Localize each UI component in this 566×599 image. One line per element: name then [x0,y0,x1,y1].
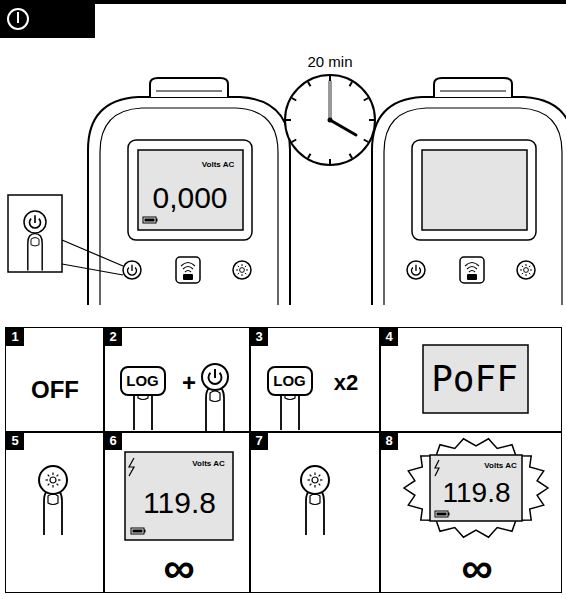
step-pictures [125,452,233,540]
header-bar [17,12,19,23]
step-pictures [306,489,324,535]
clock [328,82,332,120]
step-pictures [430,455,522,521]
lcd-display: Volts AC 119.8 [430,455,522,521]
clock [364,98,368,101]
step-text: LOG [126,372,159,389]
header-bar [0,0,566,38]
display-reading: PoFF [431,359,518,399]
step-number: 3 [250,328,268,346]
step-cell: 1OFF [5,327,105,433]
power-inset [8,195,123,275]
meter-device [372,78,566,305]
step-cell: 7 [249,431,381,593]
step-pictures [129,458,134,476]
power-inset [30,215,41,228]
step-number: 1 [6,328,24,346]
step-cell: Volts AC 119.8 8 ∞ [379,431,562,593]
step-pictures [423,345,528,413]
display-reading: 0,000 [152,181,227,214]
clock [285,75,375,165]
step-pictures [39,466,67,494]
step-cell: PoFF 4 [379,327,562,433]
clock [369,119,374,121]
step-text: ∞ [163,544,194,592]
display-reading: Volts AC [484,461,516,470]
step-number: 7 [250,432,268,450]
display-reading: 119.8 [443,477,511,508]
step-pictures [308,473,323,488]
lcd-display: Volts AC 0,000 [138,150,243,230]
clock [350,82,353,86]
step-pictures [46,473,61,488]
step-pictures [131,528,146,534]
clock [329,76,331,81]
step-text: OFF [31,377,79,403]
clock [330,120,356,135]
header-bar [0,0,95,38]
power-inset [24,211,46,233]
time-label: 20 min [307,54,352,71]
lcd-display: Volts AC 119.8 [125,452,233,540]
power-inset [62,240,123,266]
step-text: x2 [334,371,358,395]
clock [308,154,311,158]
meter-device [88,78,290,305]
clock [329,159,331,164]
step-pictures [301,466,329,494]
step-number: 4 [380,328,398,346]
step-pictures [206,386,224,432]
power-inset [62,264,123,275]
clock [285,75,375,165]
step-cell: Volts AC 119.8 6 ∞ [103,431,251,593]
step-pictures [435,460,439,476]
log-button: LOG [267,366,313,396]
step-number: 2 [104,328,122,346]
step-pictures [202,364,228,390]
display-reading: Volts AC [202,161,234,170]
step-pictures [39,345,548,540]
clock [350,154,353,158]
step-cell: LOG 3 x2 [249,327,381,433]
step-text: LOG [273,372,306,389]
power-inset [8,195,62,272]
clock [364,140,368,143]
step-pictures [44,489,62,535]
step-pictures [209,369,222,384]
step-number: 6 [104,432,122,450]
step-text: ∞ [461,544,492,592]
step-pictures [404,439,548,537]
display-reading: 119.8 [143,485,216,518]
header-bar [8,9,28,29]
clock [286,119,291,121]
clock [328,118,333,123]
clock [292,140,296,143]
clock [308,82,311,86]
step-number: 5 [6,432,24,450]
lcd-display: PoFF [423,345,528,413]
display-reading: Volts AC [192,459,224,468]
power-inset [28,234,42,271]
log-button: LOG [120,366,166,396]
clock [292,98,296,101]
step-cell: 5 [5,431,105,593]
step-text: + [182,370,196,396]
step-number: 8 [380,432,398,450]
step-cell: LOG 2 + [103,327,251,433]
step-pictures [435,511,450,517]
meter-device [143,217,158,223]
